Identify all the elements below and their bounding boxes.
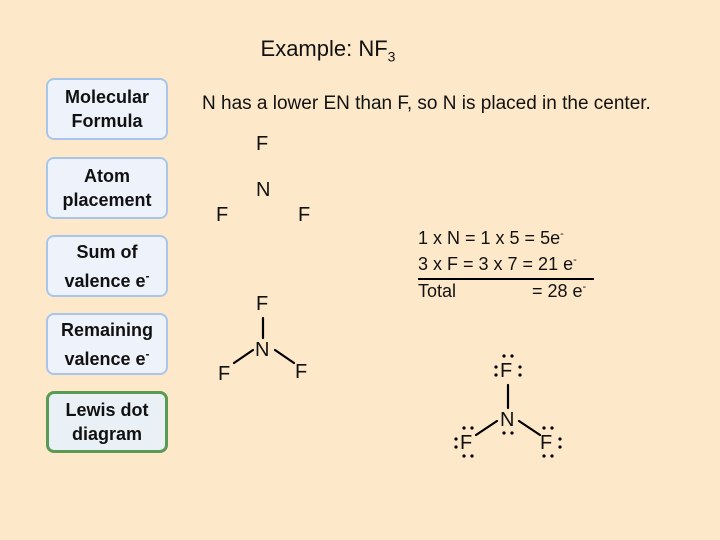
title-subscript: 3 [387, 48, 396, 65]
step-superscript: - [145, 346, 150, 361]
placement-right-f: F [298, 204, 311, 226]
step-superscript: - [145, 268, 150, 283]
step-label-line2: placement [62, 190, 152, 210]
lewis-bond-left [474, 419, 499, 437]
title-text: Example: NF [260, 36, 388, 61]
step-remaining-valence[interactable]: Remaining valence e- [46, 313, 168, 375]
step-sum-valence[interactable]: Sum of valence e- [46, 235, 168, 297]
lewis-left-f: F [460, 432, 473, 454]
bond-n-right-f [273, 348, 296, 365]
calc-total-sup: - [582, 281, 587, 293]
step-label-line1: Lewis dot [65, 400, 149, 420]
bonded-top-f: F [256, 293, 269, 315]
bonded-right-f: F [295, 361, 308, 383]
lewis-right-f: F [540, 432, 553, 454]
step-label-line1: Molecular [64, 87, 150, 107]
step-label-line2: valence e [64, 348, 146, 369]
lewis-left-f-lone-pairs [454, 426, 474, 458]
lewis-right-f-lone-pairs [542, 426, 562, 458]
lewis-top-f: F [500, 360, 513, 382]
placement-statement: N has a lower EN than F, so N is placed … [202, 93, 651, 114]
calc-line-n: 1 x N = 1 x 5 = 5e- [418, 228, 564, 249]
step-label-line2: valence e [64, 270, 146, 291]
step-lewis-dot-diagram[interactable]: Lewis dot diagram [46, 391, 168, 453]
lewis-bond-right [517, 419, 542, 437]
step-label-line1: Atom [83, 166, 130, 186]
bond-n-left-f [232, 348, 255, 365]
lewis-top-f-lone-pairs [494, 354, 522, 377]
calc-underline [418, 278, 594, 280]
placement-center-n: N [256, 179, 271, 201]
calc-line-f: 3 x F = 3 x 7 = 21 e- [418, 254, 577, 275]
step-label-line1: Sum of [76, 241, 138, 262]
calc-total-value-text: = 28 e [532, 281, 583, 301]
calc-line-n-sup: - [560, 228, 564, 240]
placement-left-f: F [216, 204, 229, 226]
calc-total-value: = 28 e- [532, 281, 586, 302]
placement-top-f: F [256, 133, 269, 155]
calc-line-n-text: 1 x N = 1 x 5 = 5e [418, 228, 561, 248]
step-label-line1: Remaining [60, 319, 153, 340]
slide-title: Example: NF3 [0, 36, 656, 64]
calc-line-f-sup: - [573, 254, 577, 266]
calc-total-label: Total [418, 281, 457, 301]
bonded-center-n: N [255, 339, 270, 361]
lewis-n-lone-pair [502, 431, 514, 435]
lewis-center-n: N [500, 409, 515, 431]
step-label-line2: diagram [71, 424, 142, 444]
bonded-left-f: F [218, 363, 231, 385]
calc-line-f-text: 3 x F = 3 x 7 = 21 e [418, 254, 574, 274]
step-label-line2: Formula [71, 111, 143, 131]
step-atom-placement[interactable]: Atom placement [46, 157, 168, 219]
